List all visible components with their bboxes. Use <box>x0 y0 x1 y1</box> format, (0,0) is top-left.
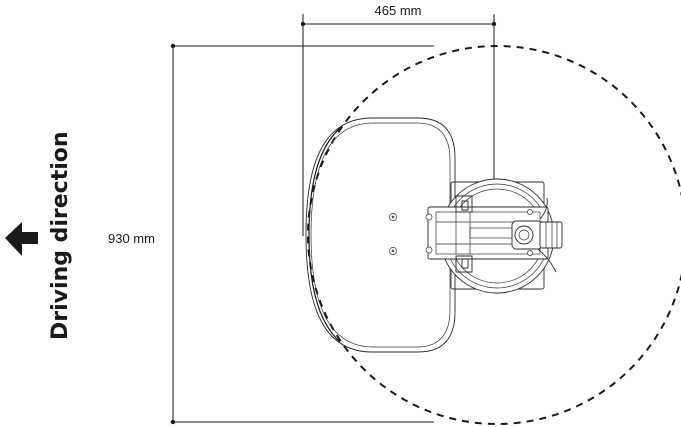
driving-direction-label: Driving direction <box>48 131 73 340</box>
robot-base-plate <box>305 117 456 353</box>
arm-side-brackets <box>455 195 473 273</box>
arrow-left-icon <box>5 222 38 256</box>
width-dimension-label: 465 mm <box>375 3 422 18</box>
driving-direction-indicator: Driving direction <box>5 131 73 340</box>
robot-wrist-flange <box>511 197 563 273</box>
swing-radius-circle <box>307 45 681 425</box>
length-dimension: 930 mm <box>108 43 434 425</box>
length-dimension-label: 930 mm <box>108 231 155 246</box>
plate-mounting-holes <box>389 213 397 255</box>
